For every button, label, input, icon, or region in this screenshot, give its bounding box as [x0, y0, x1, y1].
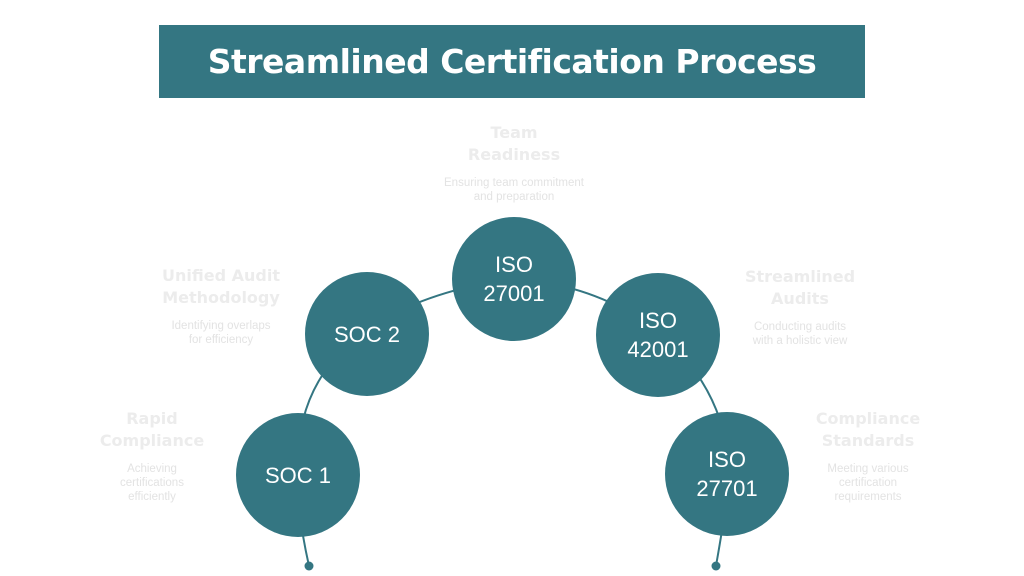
node-iso-27001-line2: 27001	[483, 281, 545, 306]
node-soc-1-label: SOC 1	[264, 462, 332, 488]
label-team-desc-2: and preparation	[473, 191, 555, 203]
node-iso-27701-line1: ISO	[708, 447, 746, 472]
label-unified-desc-2: for efficiency	[188, 334, 254, 346]
label-unified-heading-2: Methodology	[162, 288, 280, 307]
node-iso-27701: ISO 27701	[665, 412, 789, 536]
node-iso-42001: ISO 42001	[596, 273, 720, 397]
label-standards-desc-1: Meeting various	[827, 463, 909, 475]
page-title: Streamlined Certification Process	[207, 42, 817, 81]
label-team-readiness: Team Readiness Ensuring team commitment …	[414, 122, 614, 204]
label-rapid-desc-2: certifications	[120, 477, 184, 489]
label-rapid-heading-2: Compliance	[99, 431, 205, 450]
node-soc-1: SOC 1	[236, 413, 360, 537]
node-iso-42001-line2: 42001	[627, 337, 689, 362]
label-standards-desc: Meeting various certification requiremen…	[790, 462, 946, 504]
label-standards-heading-2: Standards	[821, 431, 915, 450]
label-unified-desc: Identifying overlaps for efficiency	[141, 319, 301, 347]
label-compliance-standards: Compliance Standards Meeting various cer…	[790, 408, 946, 504]
label-unified-heading-1: Unified Audit	[162, 266, 280, 285]
label-rapid-desc-1: Achieving	[127, 463, 177, 475]
label-rapid-desc: Achieving certifications efficiently	[82, 462, 222, 504]
label-unified-audit: Unified Audit Methodology Identifying ov…	[141, 265, 301, 347]
label-rapid-heading-1: Rapid	[126, 409, 178, 428]
label-standards-desc-3: requirements	[834, 491, 902, 503]
label-rapid-desc-3: efficiently	[128, 491, 176, 503]
label-audits-desc-2: with a holistic view	[752, 335, 848, 347]
title-banner: Streamlined Certification Process	[159, 25, 865, 98]
label-team-heading-1: Team	[490, 123, 538, 142]
left-end-dot	[304, 561, 314, 571]
label-standards-desc-2: certification	[838, 477, 898, 489]
label-standards-heading-1: Compliance	[815, 409, 921, 428]
label-audits-heading-2: Audits	[771, 289, 829, 308]
node-iso-27001-line1: ISO	[495, 252, 533, 277]
node-iso-27001: ISO 27001	[452, 217, 576, 341]
label-streamlined-audits: Streamlined Audits Conducting audits wit…	[720, 266, 880, 348]
label-audits-desc: Conducting audits with a holistic view	[720, 320, 880, 348]
node-iso-42001-line1: ISO	[639, 308, 677, 333]
label-team-heading-2: Readiness	[467, 145, 561, 164]
node-iso-27701-line2: 27701	[696, 476, 758, 501]
label-team-desc-1: Ensuring team commitment	[444, 177, 584, 189]
label-audits-heading-1: Streamlined	[744, 267, 856, 286]
label-rapid-compliance: Rapid Compliance Achieving certification…	[82, 408, 222, 504]
label-unified-desc-1: Identifying overlaps	[171, 320, 271, 332]
label-team-desc: Ensuring team commitment and preparation	[414, 176, 614, 204]
label-audits-desc-1: Conducting audits	[753, 321, 847, 333]
node-soc-2-label: SOC 2	[333, 321, 401, 347]
right-end-dot	[711, 561, 721, 571]
node-soc-2: SOC 2	[305, 272, 429, 396]
